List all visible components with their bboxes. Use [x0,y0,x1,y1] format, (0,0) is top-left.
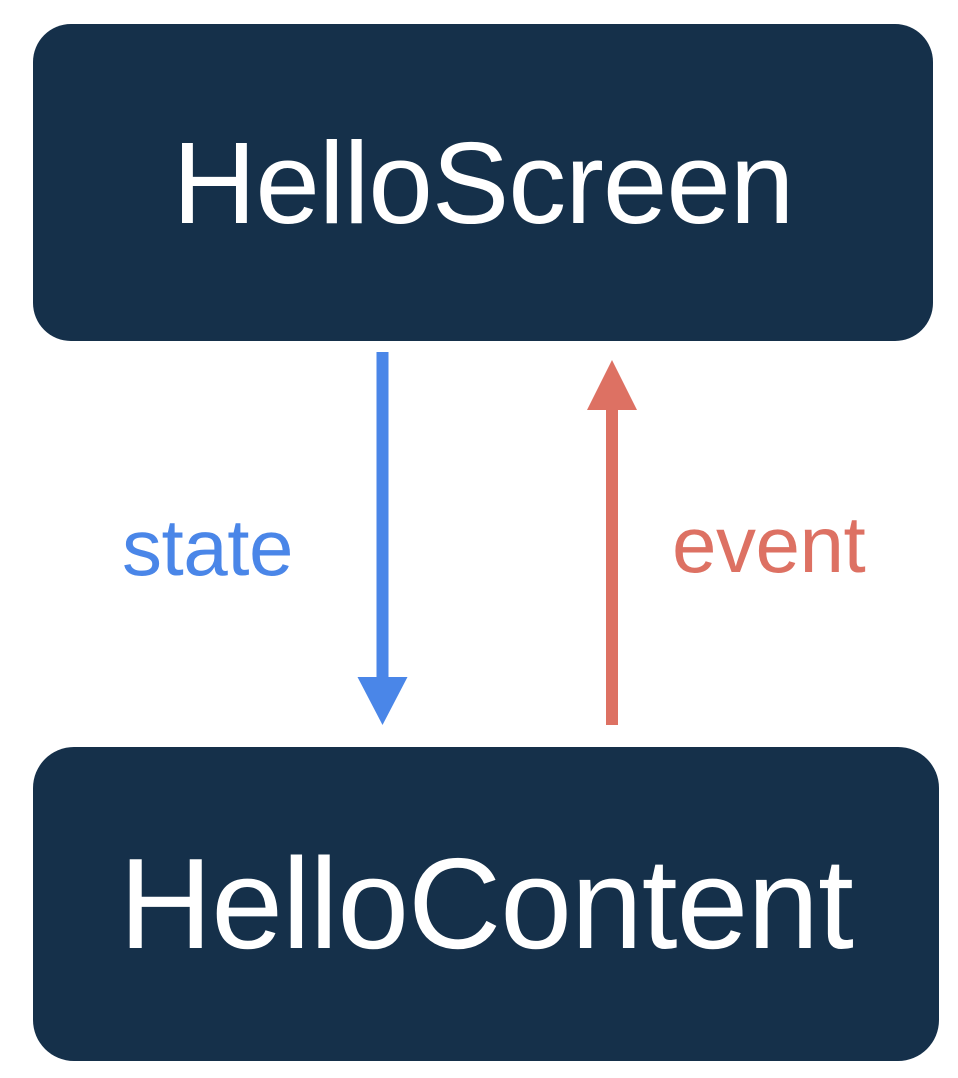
edge-label-state: state [122,503,293,592]
arrow-state-shaft [376,352,389,678]
node-hello-content[interactable]: HelloContent [33,747,939,1061]
edge-label-event: event [672,500,866,589]
arrow-state-shape [357,352,408,725]
node-hello-screen[interactable]: HelloScreen [33,24,933,341]
arrow-event-shape [587,360,637,725]
arrow-event-head [587,360,637,410]
arrow-event-shaft [606,409,618,725]
arrow-event-up [587,360,637,725]
arrow-state-down [357,352,408,725]
node-hello-content-label: HelloContent [119,831,854,976]
arrow-state-head [357,677,408,725]
node-hello-screen-label: HelloScreen [172,117,795,248]
